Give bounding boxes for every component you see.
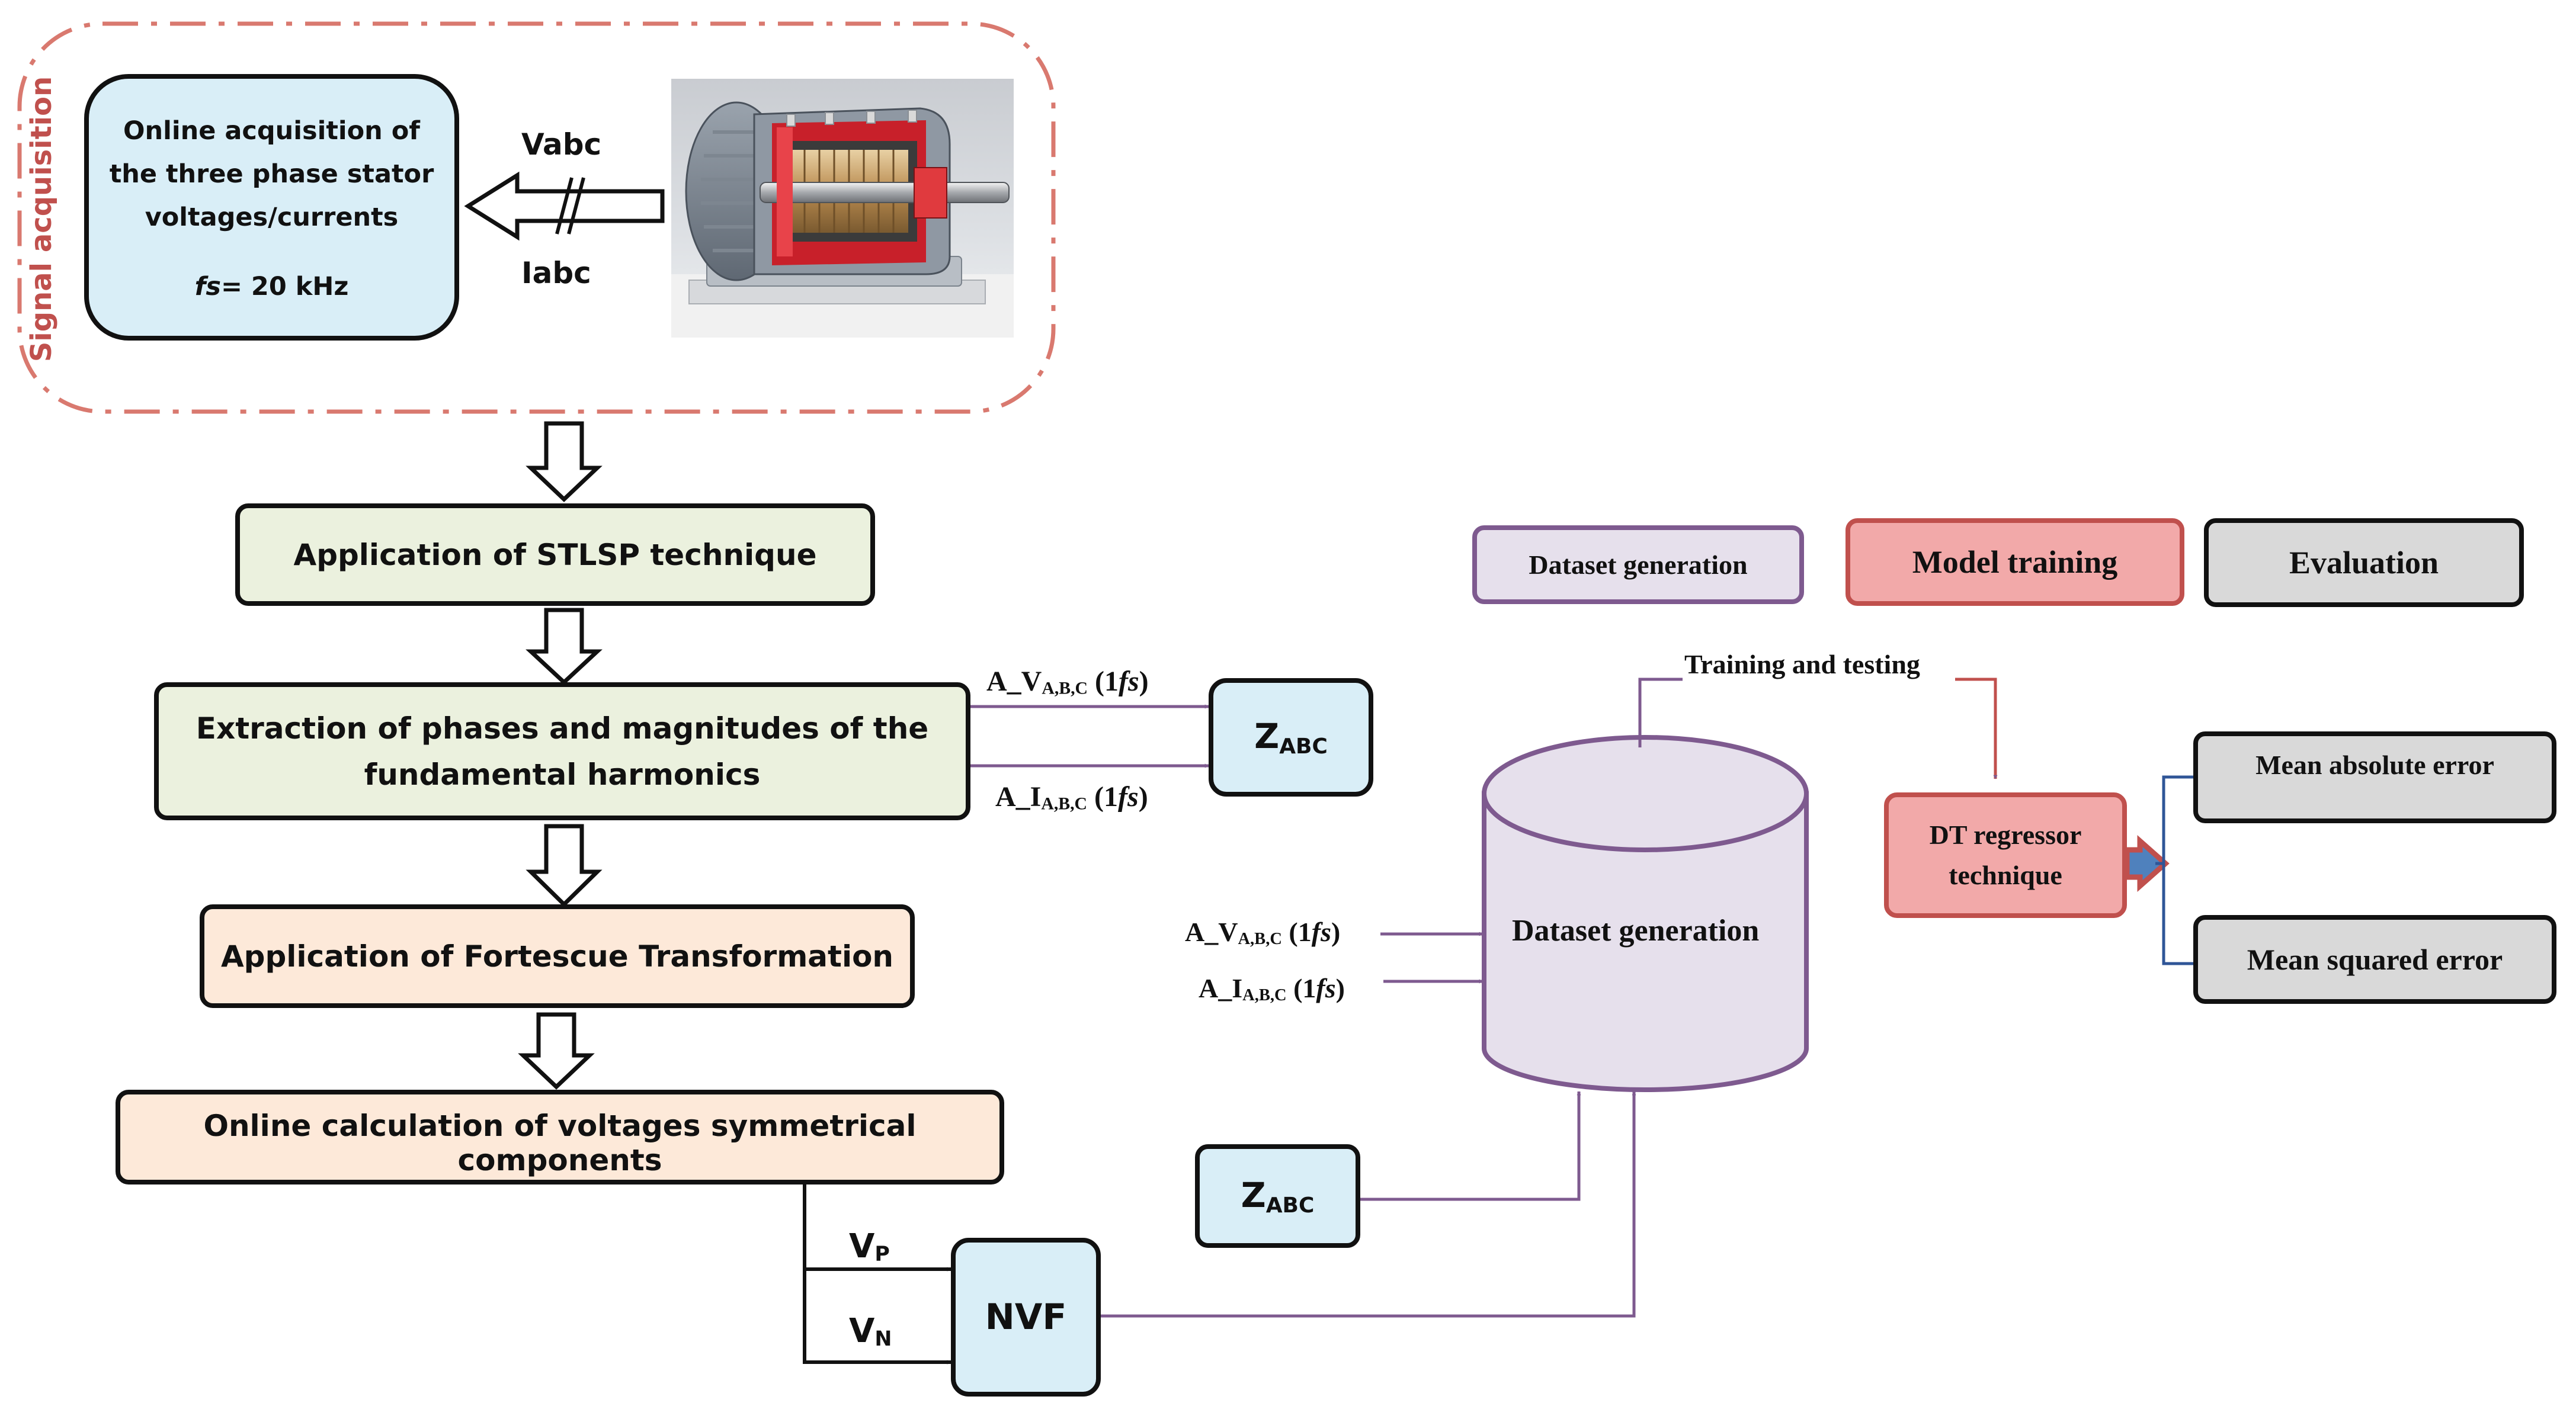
signal-acquisition-region — [17, 21, 1056, 414]
fortescue-box: Application of Fortescue Transformation — [200, 904, 915, 1008]
mean-squared-error-box: Mean squared error — [2193, 915, 2556, 1004]
current-label: Iabc — [521, 256, 591, 290]
legend-model-training: Model training — [1846, 518, 2184, 606]
down-arrow-3 — [526, 824, 603, 907]
zabc-box: ZABC — [1209, 678, 1373, 797]
stlsp-box: Application of STLSP technique — [235, 503, 875, 606]
extraction-line-1: Extraction of phases and magnitudes of t… — [196, 711, 929, 746]
legend-dataset-generation: Dataset generation — [1472, 525, 1804, 604]
vp-label: VP — [849, 1227, 890, 1267]
down-arrow-4 — [518, 1012, 595, 1090]
extraction-line-2: fundamental harmonics — [364, 757, 761, 792]
vn-label: VN — [849, 1312, 892, 1352]
extraction-box: Extraction of phases and magnitudes of t… — [154, 682, 970, 820]
acquisition-line-1: Online acquisition of — [123, 116, 421, 146]
regressor-line-1: DT regressor — [1929, 820, 2082, 850]
dataset-av-label: A_VA,B,C (1fs) — [1185, 917, 1341, 949]
down-arrow-2 — [526, 608, 603, 685]
dataset-ai-label: A_IA,B,C (1fs) — [1199, 973, 1345, 1005]
voltage-label: Vabc — [521, 127, 602, 162]
induction-motor-photo — [671, 79, 1014, 338]
mean-absolute-error-box: Mean absolute error — [2193, 731, 2556, 823]
zabc-input-box: ZABC — [1195, 1144, 1360, 1248]
acquisition-line-2: the three phase stator — [109, 159, 434, 189]
dataset-generation-label: Dataset generation — [1512, 914, 1760, 948]
training-testing-connector — [1638, 678, 1683, 747]
dt-regressor-box: DT regressor technique — [1884, 792, 2127, 918]
acquisition-line-3: voltages/currents — [145, 203, 399, 232]
regressor-line-2: technique — [1949, 860, 2062, 890]
acquisition-box: Online acquisition of the three phase st… — [84, 74, 459, 341]
ai-label: A_IA,B,C (1fs) — [995, 781, 1148, 814]
down-arrow-1 — [526, 421, 603, 502]
measurement-arrow — [464, 171, 665, 241]
av-label: A_VA,B,C (1fs) — [986, 666, 1149, 698]
nvf-box: NVF — [951, 1238, 1101, 1397]
signal-acquisition-label: Signal acquisition — [25, 76, 58, 362]
evaluation-bracket — [2162, 775, 2193, 965]
sampling-frequency: fs= 20 kHz — [194, 272, 349, 301]
training-testing-label: Training and testing — [1684, 649, 1920, 679]
regressor-output-arrow — [2124, 835, 2170, 892]
dataset-cylinder — [1482, 735, 1809, 1092]
symmetrical-components-box: Online calculation of voltages symmetric… — [116, 1090, 1004, 1184]
training-to-regressor-connector — [1955, 678, 1998, 779]
nvf-to-dataset-connector — [1101, 1091, 1636, 1318]
zabc-to-dataset-connector — [1360, 1091, 1581, 1201]
legend-evaluation: Evaluation — [2204, 518, 2524, 607]
